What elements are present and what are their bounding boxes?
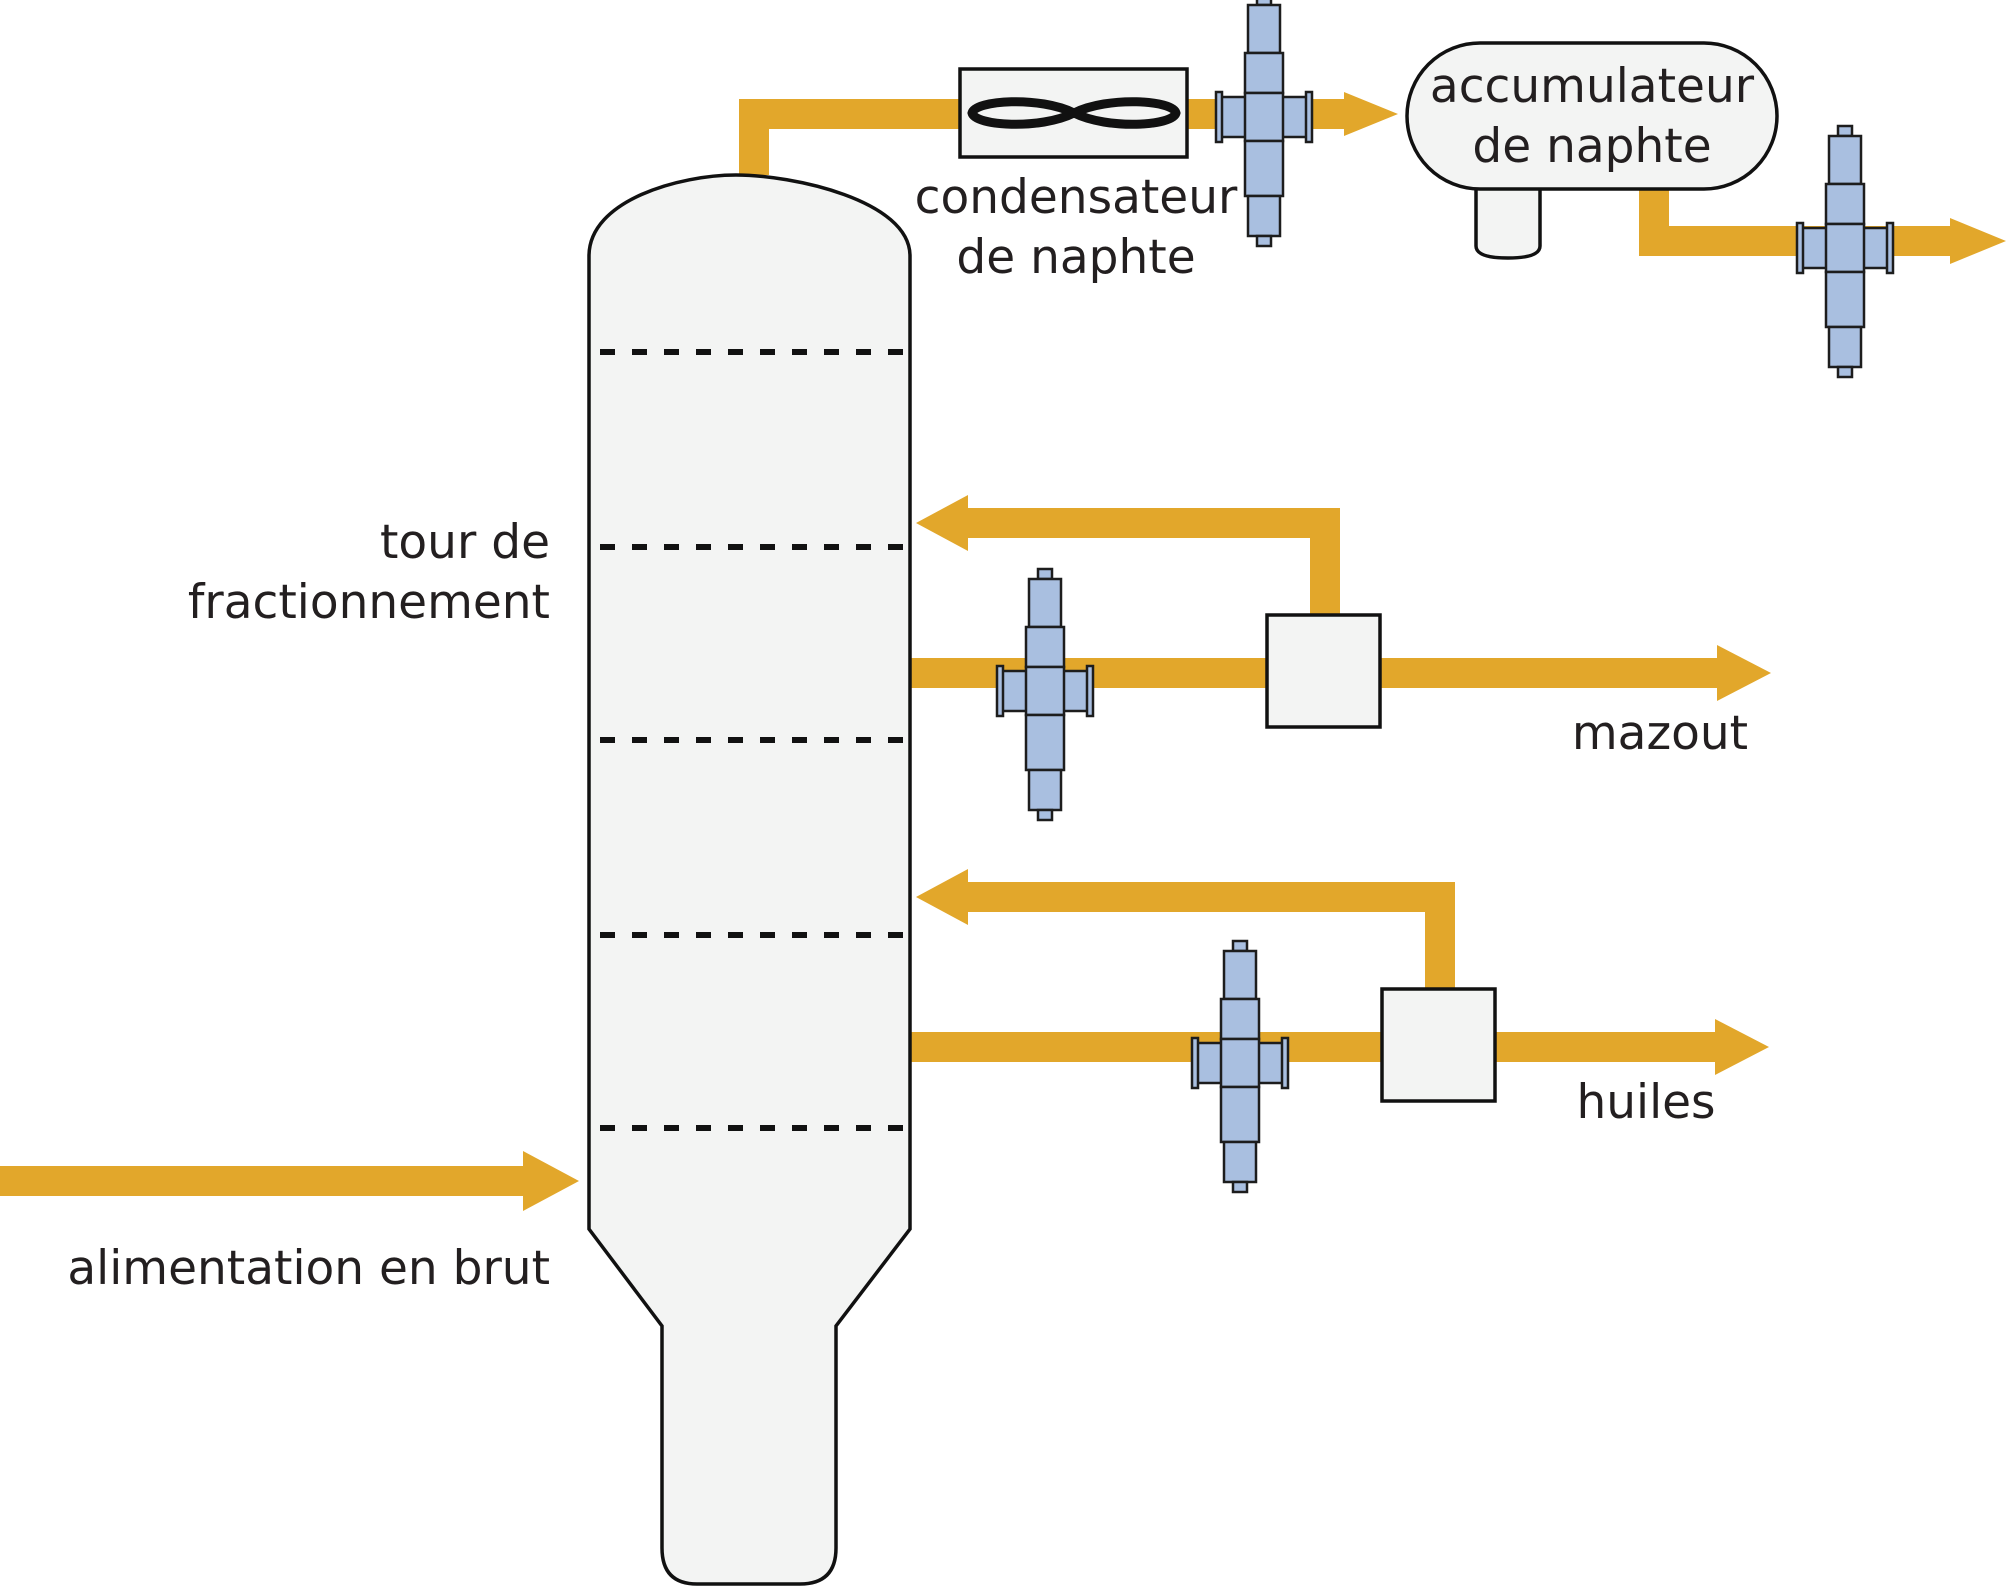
huiles-reflux-arrowhead — [916, 869, 968, 925]
condenser-label-line2: de naphte — [956, 230, 1195, 285]
overhead-arrowhead — [1344, 92, 1398, 136]
tower-body — [587, 173, 912, 1586]
tower-label-line1: tour de — [380, 515, 550, 570]
naphtha-product-arrowhead — [1950, 218, 2006, 264]
fractionation-tower — [587, 173, 912, 1586]
naphtha-accumulator — [1405, 41, 1779, 260]
condenser-label-line1: condensateur — [915, 170, 1238, 225]
crude-feed-label: alimentation en brut — [67, 1241, 550, 1296]
accumulator-boot — [1474, 168, 1542, 260]
valve-icon[interactable] — [995, 567, 1095, 822]
huiles-exchanger-box — [1380, 987, 1497, 1103]
accumulator-label-line2: de naphte — [1472, 119, 1711, 174]
crude-feed-arrowhead — [523, 1151, 579, 1211]
mazout-reflux-arrowhead — [916, 495, 968, 551]
huiles-label: huiles — [1576, 1075, 1715, 1130]
coil-icon — [967, 97, 1181, 129]
mazout-arrowhead — [1717, 645, 1771, 701]
huiles-arrowhead — [1715, 1019, 1769, 1075]
tower-label-line2: fractionnement — [188, 575, 550, 630]
accumulator-label-line1: accumulateur — [1430, 59, 1755, 114]
mazout-reflux-pipe — [960, 508, 1340, 616]
mazout-exchanger-box — [1265, 613, 1382, 729]
huiles-reflux-pipe — [960, 882, 1455, 990]
naphtha-condenser — [958, 67, 1189, 159]
mazout-label: mazout — [1572, 706, 1748, 761]
accumulator-drum — [1405, 41, 1779, 191]
valve-icon[interactable] — [1190, 939, 1290, 1194]
valve-icon[interactable] — [1795, 124, 1895, 379]
